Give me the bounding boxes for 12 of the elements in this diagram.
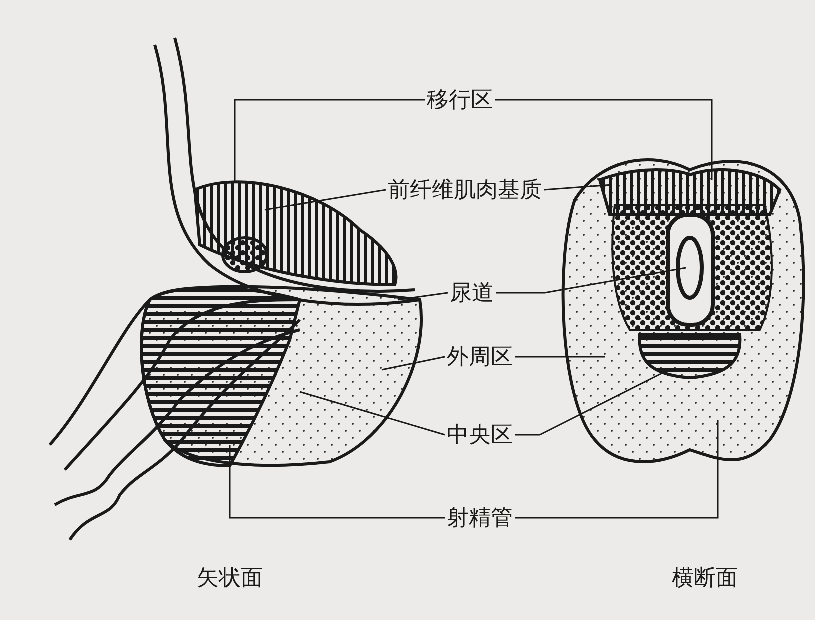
leader-line — [382, 356, 446, 371]
leader-line — [515, 371, 666, 436]
leader-line — [495, 99, 713, 180]
leader-line — [300, 391, 446, 436]
leader-line — [496, 267, 686, 294]
leader-line — [264, 189, 386, 211]
leader-line — [515, 356, 605, 358]
leader-line — [398, 292, 448, 301]
leader-line — [234, 99, 425, 182]
leader-line — [515, 420, 719, 519]
leader-line — [229, 445, 445, 519]
transverse-section-drawing — [562, 158, 806, 464]
